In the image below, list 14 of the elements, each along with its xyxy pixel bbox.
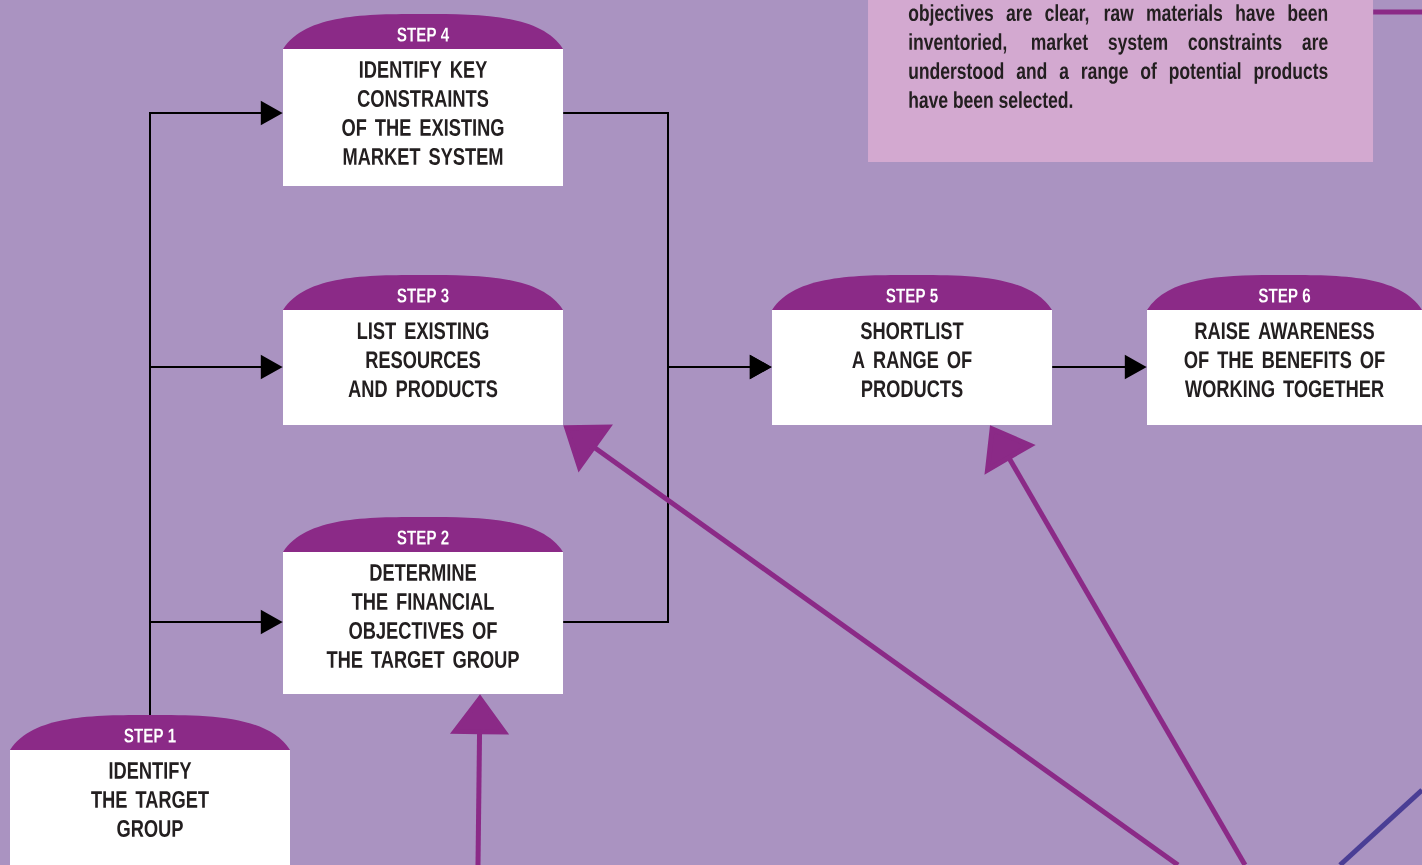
step-box: STEP 3 LIST EXISTING RESOURCES AND PRODUCTS	[283, 275, 563, 425]
step-box: STEP 6 RAISE AWARENESS OF THE BENEFITS OF WORKING TOGETHER	[1147, 275, 1422, 425]
step-box: STEP 4 IDENTIFY KEY CONSTRAINTS OF THE EXISTING MARKET SYSTEM	[283, 14, 563, 186]
note-box: objectives are clear, raw materials have been inventoried, market system constraints are understood and a range of potential products have been selected.	[868, 0, 1373, 162]
step-box: STEP 2 DETERMINE THE FINANCIAL OBJECTIVES OF THE TARGET GROUP	[283, 517, 563, 694]
node-label: STEP 2	[397, 530, 449, 545]
node-label: STEP 1	[124, 728, 176, 743]
node-label: STEP 6	[1258, 288, 1311, 303]
connector-line	[1373, 9, 1422, 15]
node-label: STEP 5	[886, 288, 938, 303]
step-box: STEP 5 SHORTLIST A RANGE OF PRODUCTS	[772, 275, 1052, 425]
node-label: STEP 3	[397, 288, 449, 303]
step-box: STEP 1 IDENTIFY THE TARGET GROUP	[10, 715, 290, 865]
node-label: STEP 4	[397, 27, 450, 42]
